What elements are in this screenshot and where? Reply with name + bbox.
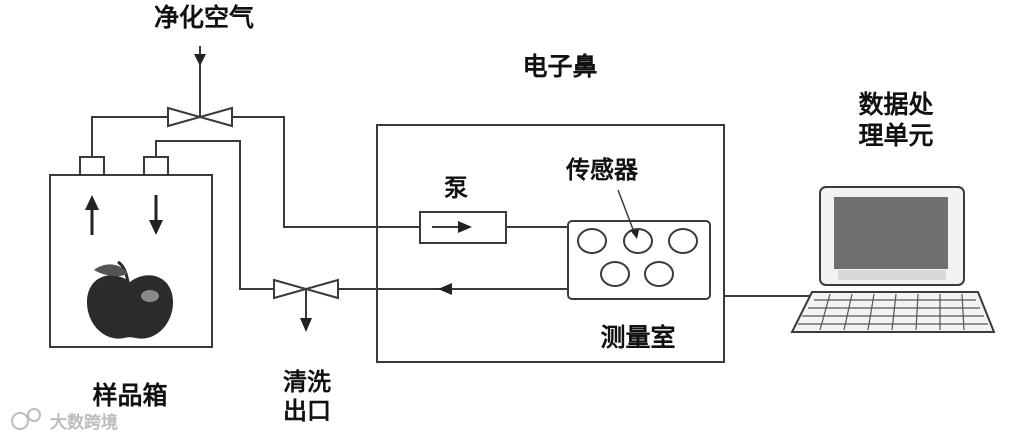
up-arrow-icon (85, 195, 99, 235)
label-measurement-chamber: 测量室 (600, 323, 675, 352)
electronic-nose-box (376, 124, 725, 363)
sensor-icon (623, 228, 653, 254)
apple-icon (86, 260, 174, 339)
return-flow-arrow-icon (438, 283, 452, 295)
sample-box (49, 174, 213, 348)
label-clean-air: 净化空气 (154, 3, 254, 32)
watermark-text: 大数跨境 (50, 412, 118, 433)
bottom-valve-icon (273, 278, 339, 305)
watermark-logo: 大数跨境 (11, 408, 118, 433)
sensor-array (577, 228, 698, 287)
cleaning-outlet-arrow-icon (300, 318, 312, 332)
label-data-processing-1: 数据处 (858, 90, 933, 119)
sample-box-port-right (143, 156, 169, 176)
top-valve-icon (167, 100, 233, 128)
label-data-processing-2: 理单元 (858, 121, 933, 150)
tubing (91, 46, 812, 320)
label-sample-box: 样品箱 (92, 381, 167, 410)
sensor-pointer-icon (617, 189, 639, 239)
down-arrow-icon (149, 195, 163, 235)
label-cleaning-outlet-1: 清洗 (283, 368, 331, 396)
sensor-icon (600, 261, 630, 287)
label-electronic-nose: 电子鼻 (522, 52, 597, 81)
clean-air-arrow-icon (194, 54, 206, 66)
label-sensor: 传感器 (565, 156, 639, 184)
sample-box-port-left (79, 156, 105, 176)
sensor-icon (668, 228, 698, 254)
keyboard-icon (790, 291, 996, 333)
computer-icon (790, 186, 996, 333)
sensor-icon (577, 228, 607, 254)
sensor-icon (644, 261, 674, 287)
pump-arrow-icon (458, 221, 472, 233)
label-cleaning-outlet-2: 出口 (283, 397, 331, 425)
monitor-screen (834, 197, 948, 269)
label-pump: 泵 (444, 174, 468, 202)
